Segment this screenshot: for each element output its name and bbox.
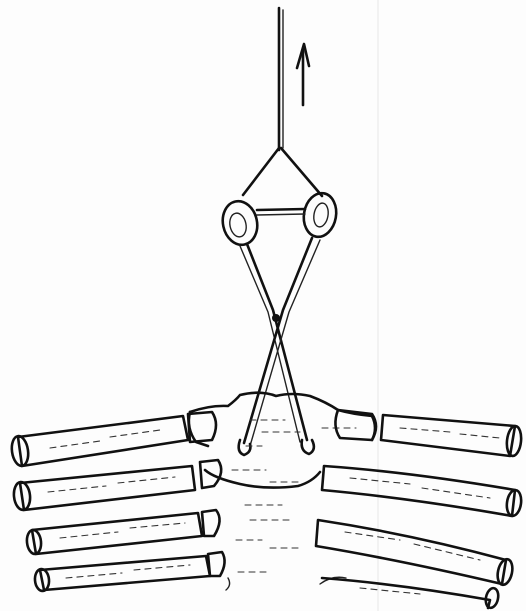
traction-cord [243,8,322,196]
rib-left-2 [13,466,195,511]
rib-right-2 [322,466,523,517]
rib-right-4 [322,578,500,609]
forceps-pivot [272,314,280,322]
arrow-up-icon [297,44,309,105]
ribs-right [316,410,523,609]
rib-right-1 [381,415,523,457]
rib-left-1 [10,416,188,467]
forceps-ring-right [300,191,339,240]
rib-left-3 [26,513,202,555]
rib-left-4 [34,556,210,592]
forceps-ring-left [219,198,261,248]
ribs-left [10,416,210,592]
forceps [219,191,340,455]
rib-right-3 [316,520,515,586]
